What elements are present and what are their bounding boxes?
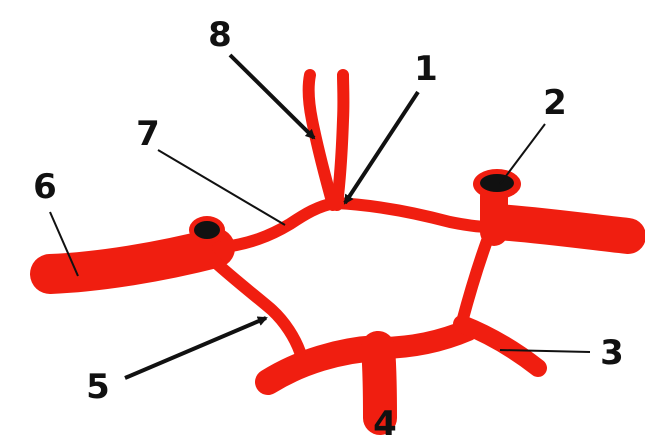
label-2: 2 [543,83,567,123]
label-4: 4 [373,404,397,443]
left-opening-lumen [194,221,220,239]
label-6: 6 [33,167,57,207]
arrow-8 [230,55,314,138]
upper-right-segment-vessel [335,203,495,227]
label-5: 5 [86,367,110,407]
right-opening-lumen [480,174,514,192]
arrow-1 [345,92,418,203]
top-stem-left-vessel [309,75,333,205]
right-lower-branch [462,324,538,368]
arrow-5 [125,318,266,378]
label-1: 1 [414,49,438,89]
label-3: 3 [600,333,624,373]
leader-2 [500,124,545,184]
label-8: 8 [208,15,232,55]
right-trunk-vessel [498,222,628,236]
left-lower-communicating-vessel [215,262,300,352]
label-7: 7 [136,114,160,154]
leader-7 [158,150,285,225]
upper-left-segment-vessel [218,203,335,248]
right-lower-communicating-vessel [462,238,488,322]
top-stem-right-vessel [337,75,343,205]
